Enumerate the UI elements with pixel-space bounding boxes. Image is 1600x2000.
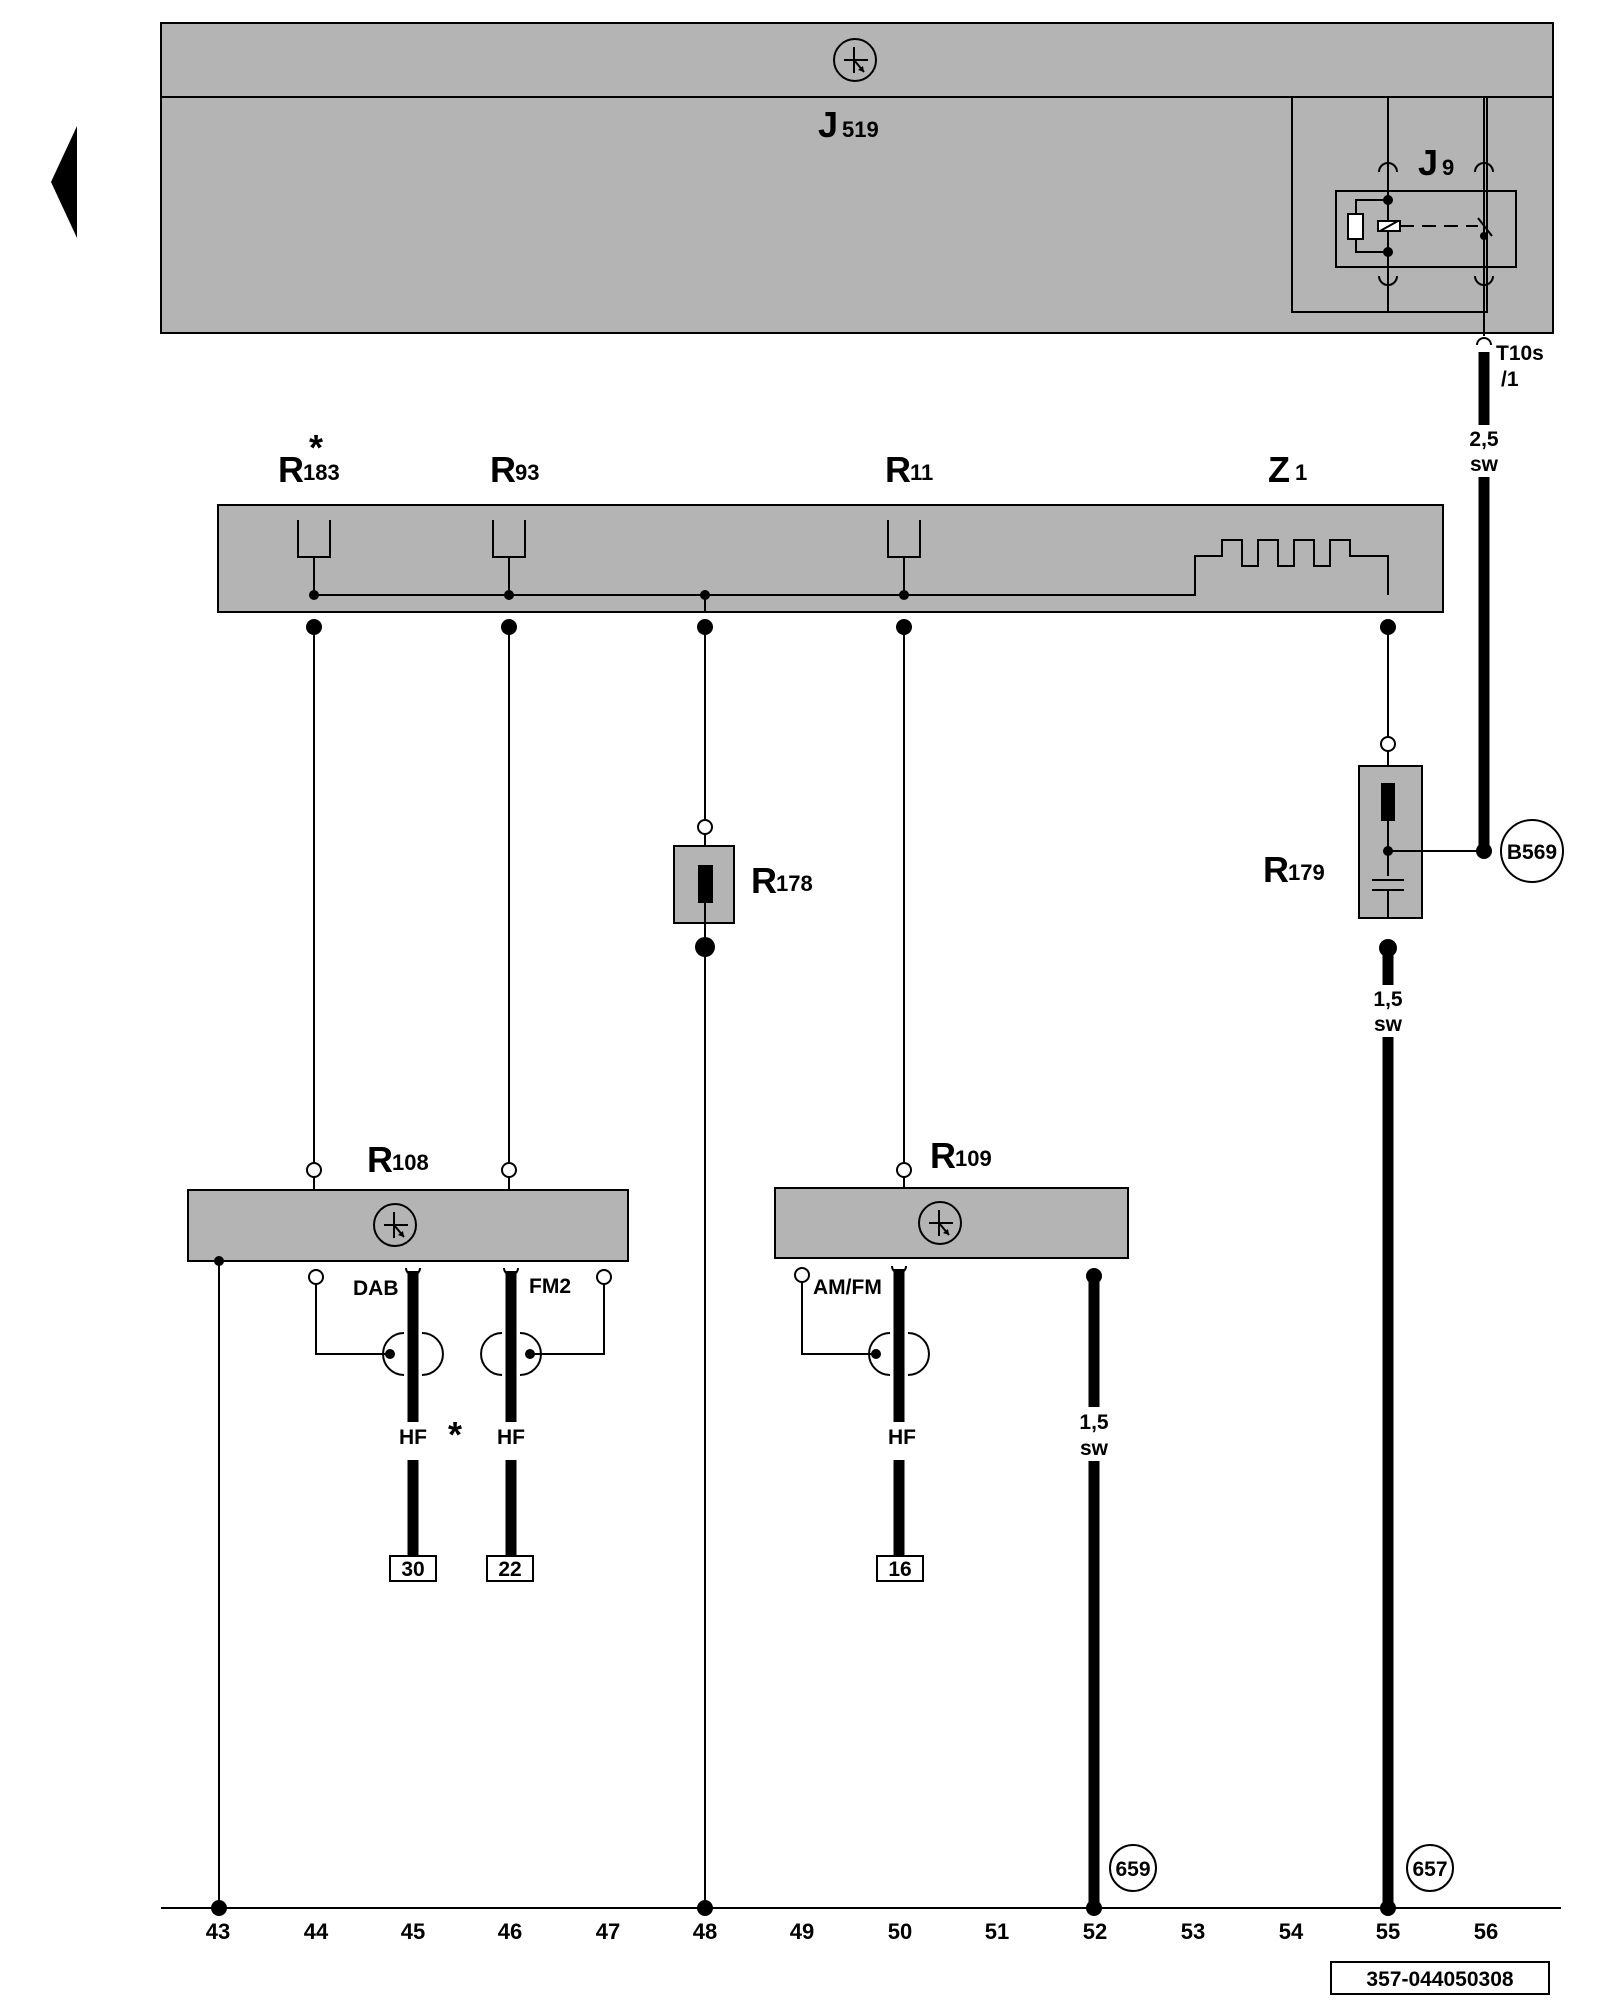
svg-text:43: 43 [206, 1919, 230, 1944]
svg-text:54: 54 [1279, 1919, 1304, 1944]
svg-text:51: 51 [985, 1919, 1009, 1944]
svg-text:659: 659 [1115, 1858, 1150, 1881]
ground-ref-b569 [1500, 819, 1564, 883]
svg-text:53: 53 [1181, 1919, 1205, 1944]
dab-label: DAB [353, 1277, 399, 1300]
svg-text:/1: /1 [1501, 368, 1519, 391]
svg-text:1: 1 [1295, 460, 1307, 485]
r109-label: R [930, 1135, 956, 1176]
svg-text:*: * [309, 427, 323, 468]
svg-text:11: 11 [910, 460, 933, 485]
svg-text:50: 50 [888, 1919, 912, 1944]
svg-text:49: 49 [790, 1919, 814, 1944]
svg-text:1,5: 1,5 [1079, 1411, 1109, 1434]
amfm-label: AM/FM [813, 1276, 882, 1299]
svg-text:109: 109 [955, 1146, 992, 1171]
svg-text:HF: HF [497, 1426, 525, 1449]
svg-text:30: 30 [401, 1558, 424, 1581]
svg-text:22: 22 [498, 1558, 521, 1581]
r108-label: R [367, 1139, 393, 1180]
svg-text:55: 55 [1376, 1919, 1400, 1944]
svg-text:519: 519 [842, 117, 879, 142]
svg-text:56: 56 [1474, 1919, 1498, 1944]
rear-window-antenna-box [217, 504, 1444, 613]
svg-text:183: 183 [303, 460, 340, 485]
target-box-22[interactable] [486, 1555, 534, 1582]
svg-text:J: J [1418, 142, 1438, 183]
svg-text:HF: HF [399, 1426, 427, 1449]
antenna-amplifier-icon [833, 38, 877, 82]
svg-text:178: 178 [776, 871, 813, 896]
r93-label: R [490, 449, 516, 490]
target-box-30[interactable] [389, 1555, 437, 1582]
svg-text:46: 46 [498, 1919, 522, 1944]
j9-relay [1335, 190, 1517, 268]
fm2-label: FM2 [529, 1275, 571, 1298]
wire-size-label: 2,5 [1469, 428, 1499, 451]
r178-label: R [751, 860, 777, 901]
svg-text:*: * [448, 1414, 462, 1455]
ground-ref-657 [1406, 1844, 1454, 1892]
ground-ref-659 [1109, 1844, 1157, 1892]
svg-text:45: 45 [401, 1919, 425, 1944]
svg-text:657: 657 [1412, 1858, 1447, 1881]
j519-control-unit: J 519 J 9 [160, 22, 1554, 336]
j519-label: J [818, 104, 838, 145]
doc-number: 357-044050308 [1366, 1968, 1513, 1991]
connector-label: T10s [1496, 342, 1544, 365]
r179-label: R [1263, 849, 1289, 890]
svg-text:47: 47 [596, 1919, 620, 1944]
svg-text:1,5: 1,5 [1373, 988, 1403, 1011]
svg-text:179: 179 [1288, 860, 1325, 885]
wire-color-label: sw [1470, 453, 1499, 476]
r183-label: R [278, 449, 304, 490]
r11-label: R [885, 449, 911, 490]
r109-amplifier [774, 1187, 1129, 1259]
svg-text:9: 9 [1442, 155, 1454, 180]
left-arrow-icon[interactable] [51, 126, 77, 238]
doc-number-box [1330, 1961, 1550, 1995]
svg-text:sw: sw [1080, 1437, 1109, 1460]
svg-text:93: 93 [515, 460, 539, 485]
z1-label: Z [1268, 449, 1290, 490]
svg-text:44: 44 [304, 1919, 329, 1944]
grid-numbers: 43 44 45 46 47 48 49 50 51 52 53 54 55 5… [206, 1919, 1498, 1944]
svg-text:HF: HF [888, 1426, 916, 1449]
svg-text:108: 108 [392, 1150, 429, 1175]
target-box-16[interactable] [876, 1555, 924, 1582]
svg-text:B569: B569 [1507, 841, 1557, 864]
svg-text:52: 52 [1083, 1919, 1107, 1944]
svg-text:48: 48 [693, 1919, 717, 1944]
svg-text:16: 16 [888, 1558, 911, 1581]
r108-amplifier [187, 1189, 629, 1262]
svg-text:sw: sw [1374, 1013, 1403, 1036]
